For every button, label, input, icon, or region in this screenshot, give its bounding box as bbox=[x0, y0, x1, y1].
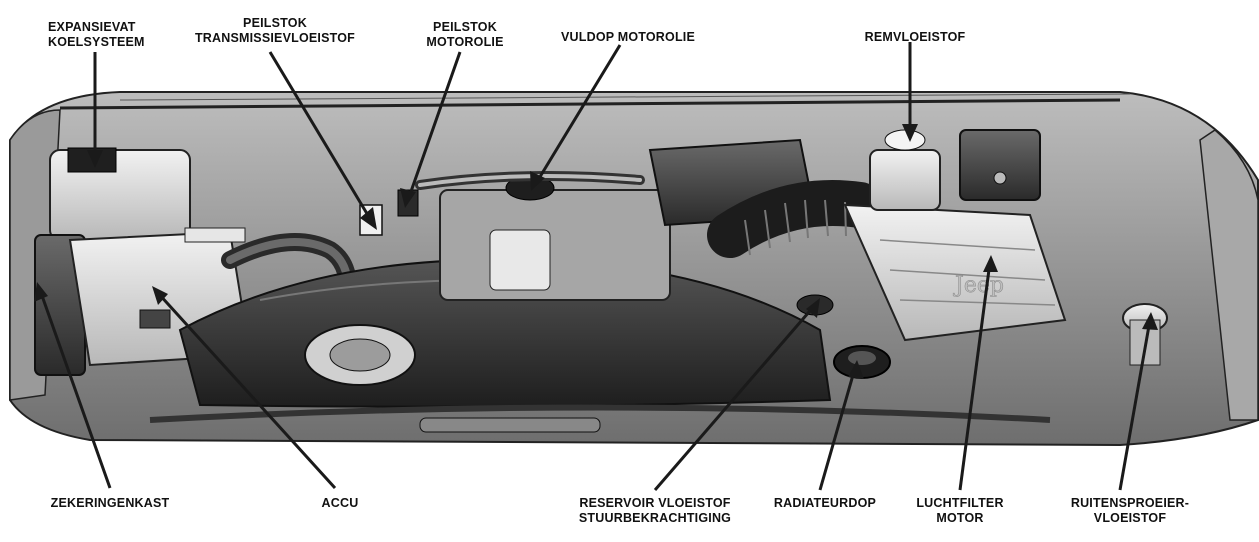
label-text: MOTOROLIE bbox=[426, 35, 504, 49]
label-text: PEILSTOK bbox=[433, 20, 497, 34]
right-fender bbox=[1199, 129, 1259, 421]
pointer-air-filter bbox=[958, 261, 992, 491]
label-text: KOELSYSTEEM bbox=[48, 35, 145, 49]
label-oil-filler-cap: VULDOP MOTOROLIE bbox=[548, 30, 708, 45]
label-text: TRANSMISSIEVLOEISTOF bbox=[194, 31, 356, 45]
pointer-fuse-box bbox=[38, 289, 112, 489]
label-air-filter: LUCHTFILTER MOTOR bbox=[910, 496, 1010, 526]
pointer-battery bbox=[156, 291, 337, 490]
arrowheads bbox=[34, 124, 1158, 379]
label-text: RUITENSPROEIER- bbox=[1070, 496, 1190, 510]
label-text: RESERVOIR VLOEISTOF bbox=[579, 496, 731, 510]
brake-fluid-reservoir bbox=[869, 149, 941, 211]
pointer-oil-filler bbox=[533, 44, 622, 186]
label-text: ACCU bbox=[321, 496, 359, 510]
label-power-steering: RESERVOIR VLOEISTOF STUURBEKRACHTIGING bbox=[565, 496, 745, 526]
label-brake-fluid: REMVLOEISTOF bbox=[860, 30, 970, 45]
label-text: LUCHTFILTER bbox=[916, 496, 1004, 510]
label-transmission-dipstick: PEILSTOK TRANSMISSIEVLOEISTOF bbox=[180, 16, 370, 46]
pointer-transmission-dipstick bbox=[268, 51, 374, 223]
label-text: ZEKERINGENKAST bbox=[50, 496, 170, 510]
label-expansion-tank: EXPANSIEVAT KOELSYSTEEM bbox=[48, 20, 145, 50]
label-text: REMVLOEISTOF bbox=[864, 30, 966, 44]
air-filter-box bbox=[843, 203, 1067, 342]
label-text: RADIATEURDOP bbox=[773, 496, 877, 510]
label-radiator-cap: RADIATEURDOP bbox=[770, 496, 880, 511]
label-text: PEILSTOK bbox=[243, 16, 307, 30]
svg-text:Jeep: Jeep bbox=[953, 273, 1004, 298]
label-engine-oil-dipstick: PEILSTOK MOTOROLIE bbox=[415, 20, 515, 50]
pointer-engine-oil-dipstick bbox=[406, 51, 462, 201]
brake-master-unit bbox=[959, 129, 1041, 201]
label-text: STUURBEKRACHTIGING bbox=[578, 511, 732, 525]
label-text: MOTOR bbox=[936, 511, 984, 525]
pointer-radiator-cap bbox=[818, 367, 857, 491]
label-fuse-box: ZEKERINGENKAST bbox=[45, 496, 175, 511]
pointer-washer-fluid bbox=[1118, 319, 1152, 491]
label-text: VULDOP MOTOROLIE bbox=[561, 30, 695, 44]
label-text: VLOEISTOF bbox=[1093, 511, 1167, 525]
label-battery: ACCU bbox=[315, 496, 365, 511]
engine-block bbox=[439, 189, 671, 301]
radiator-bar bbox=[419, 417, 601, 433]
pointer-lines bbox=[38, 42, 1152, 491]
label-washer-fluid: RUITENSPROEIER- VLOEISTOF bbox=[1060, 496, 1200, 526]
pointer-power-steering bbox=[653, 304, 817, 491]
label-text: EXPANSIEVAT bbox=[48, 20, 136, 34]
